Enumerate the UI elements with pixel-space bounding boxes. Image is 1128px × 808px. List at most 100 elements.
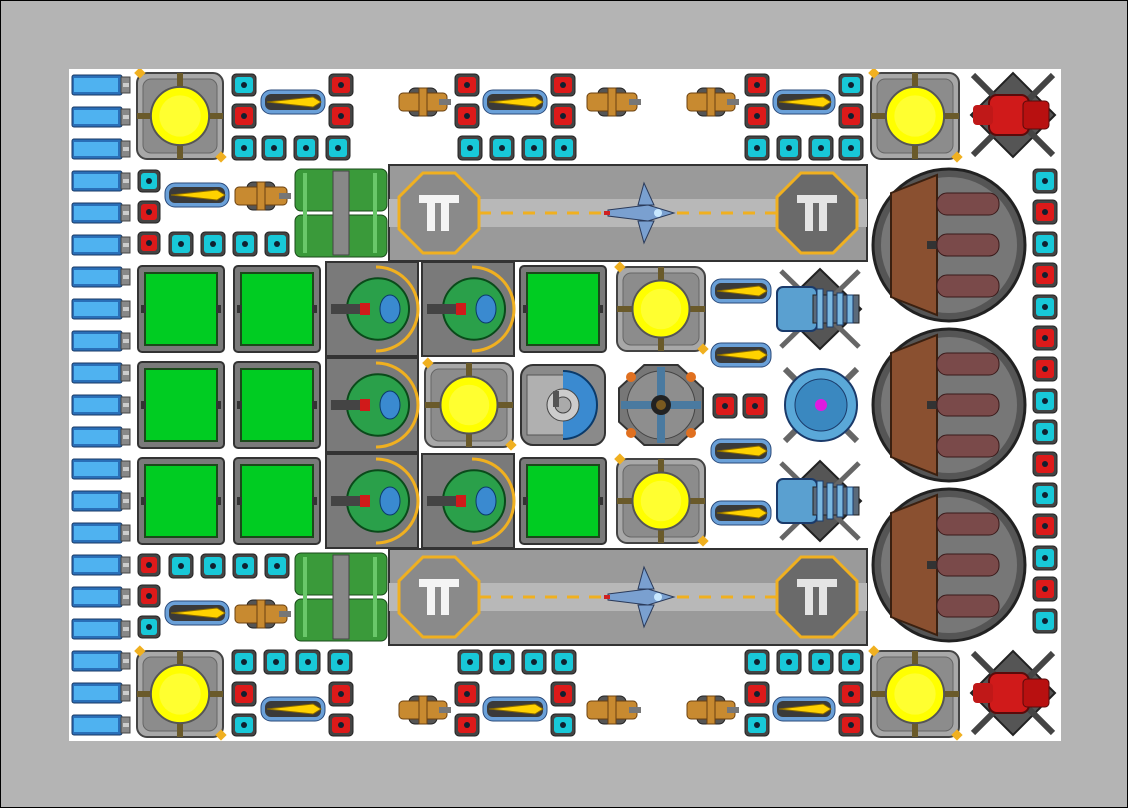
shield-cell-icon[interactable] bbox=[263, 552, 291, 580]
heavy-laser-turret-icon[interactable] bbox=[967, 69, 1059, 161]
ammo-cell-icon[interactable] bbox=[743, 72, 771, 98]
shield-cell-icon[interactable] bbox=[263, 230, 291, 258]
shield-cell-icon[interactable] bbox=[1031, 607, 1059, 635]
shield-cell-icon[interactable] bbox=[230, 648, 258, 676]
ship-grid[interactable] bbox=[69, 69, 1061, 741]
shield-cell-icon[interactable] bbox=[520, 134, 548, 162]
shield-cell-icon[interactable] bbox=[262, 648, 290, 676]
shield-cell-icon[interactable] bbox=[837, 72, 865, 98]
ammo-cell-icon[interactable] bbox=[453, 712, 481, 738]
shield-cell-icon[interactable] bbox=[837, 648, 865, 676]
triple-cannon-turret-icon[interactable] bbox=[869, 485, 1029, 645]
cargo-bay-icon[interactable] bbox=[517, 455, 609, 547]
shield-cell-icon[interactable] bbox=[520, 648, 548, 676]
autocannon-turret-icon[interactable] bbox=[393, 681, 453, 739]
thruster-icon[interactable] bbox=[71, 230, 131, 260]
cloak-generator-icon[interactable] bbox=[517, 361, 609, 449]
shield-cell-icon[interactable] bbox=[260, 134, 288, 162]
shield-cell-icon[interactable] bbox=[167, 230, 195, 258]
shield-cell-icon[interactable] bbox=[775, 134, 803, 162]
ammo-cell-icon[interactable] bbox=[136, 552, 162, 578]
shield-cell-icon[interactable] bbox=[230, 72, 258, 98]
shield-cell-icon[interactable] bbox=[230, 712, 258, 738]
cargo-bay-icon[interactable] bbox=[135, 263, 227, 355]
ammo-cell-icon[interactable] bbox=[327, 680, 355, 708]
missile-launcher-icon[interactable] bbox=[771, 74, 837, 130]
ammo-cell-icon[interactable] bbox=[741, 392, 769, 420]
autocannon-turret-icon[interactable] bbox=[229, 167, 293, 225]
cargo-bay-icon[interactable] bbox=[135, 455, 227, 547]
ammo-cell-icon[interactable] bbox=[453, 72, 481, 98]
ammo-cell-icon[interactable] bbox=[136, 583, 162, 609]
ammo-cell-icon[interactable] bbox=[136, 199, 162, 225]
shield-cell-icon[interactable] bbox=[1031, 230, 1059, 258]
reactor-core-icon[interactable] bbox=[133, 645, 227, 741]
fighter-bay-icon[interactable] bbox=[325, 453, 420, 549]
ammo-cell-icon[interactable] bbox=[1031, 575, 1059, 603]
heavy-laser-turret-icon[interactable] bbox=[967, 647, 1059, 739]
shield-cell-icon[interactable] bbox=[136, 168, 162, 194]
cargo-bay-icon[interactable] bbox=[517, 263, 609, 355]
fighter-bay-icon[interactable] bbox=[325, 357, 420, 453]
autocannon-turret-icon[interactable] bbox=[581, 681, 643, 739]
ammo-cell-icon[interactable] bbox=[549, 680, 577, 708]
shield-cell-icon[interactable] bbox=[167, 552, 195, 580]
reactor-core-icon[interactable] bbox=[421, 357, 517, 451]
thruster-icon[interactable] bbox=[71, 262, 131, 292]
reactor-core-icon[interactable] bbox=[867, 69, 963, 163]
ammo-cell-icon[interactable] bbox=[453, 102, 481, 130]
sensor-array-icon[interactable] bbox=[613, 359, 709, 451]
ammo-cell-icon[interactable] bbox=[327, 712, 355, 738]
shield-cell-icon[interactable] bbox=[550, 134, 578, 162]
shield-cell-icon[interactable] bbox=[231, 552, 259, 580]
missile-launcher-icon[interactable] bbox=[709, 487, 773, 539]
missile-launcher-icon[interactable] bbox=[709, 425, 773, 477]
shield-cell-icon[interactable] bbox=[324, 134, 352, 162]
shield-cell-icon[interactable] bbox=[743, 648, 771, 676]
thruster-icon[interactable] bbox=[71, 454, 131, 484]
shield-cell-icon[interactable] bbox=[807, 648, 835, 676]
reactor-core-icon[interactable] bbox=[133, 69, 227, 163]
shield-cell-icon[interactable] bbox=[294, 648, 322, 676]
thruster-icon[interactable] bbox=[71, 422, 131, 452]
shield-cell-icon[interactable] bbox=[743, 712, 771, 738]
thruster-icon[interactable] bbox=[71, 710, 131, 740]
ammo-cell-icon[interactable] bbox=[453, 680, 481, 708]
ammo-cell-icon[interactable] bbox=[743, 102, 771, 130]
ammo-cell-icon[interactable] bbox=[1031, 198, 1059, 226]
cargo-bay-icon[interactable] bbox=[231, 455, 323, 547]
thruster-icon[interactable] bbox=[71, 294, 131, 324]
ammo-cell-icon[interactable] bbox=[711, 392, 739, 420]
reactor-core-icon[interactable] bbox=[613, 453, 709, 547]
shield-cell-icon[interactable] bbox=[231, 230, 259, 258]
ammo-cell-icon[interactable] bbox=[837, 712, 865, 738]
autocannon-turret-icon[interactable] bbox=[681, 73, 741, 131]
triple-cannon-turret-icon[interactable] bbox=[869, 165, 1029, 325]
thruster-icon[interactable] bbox=[71, 678, 131, 708]
thruster-icon[interactable] bbox=[71, 646, 131, 676]
engine-pod-icon[interactable] bbox=[293, 165, 389, 261]
missile-launcher-icon[interactable] bbox=[709, 329, 773, 381]
autocannon-turret-icon[interactable] bbox=[581, 73, 643, 131]
missile-launcher-icon[interactable] bbox=[163, 167, 231, 223]
cargo-bay-icon[interactable] bbox=[231, 263, 323, 355]
autocannon-turret-icon[interactable] bbox=[229, 585, 293, 643]
shield-cell-icon[interactable] bbox=[1031, 544, 1059, 572]
ammo-cell-icon[interactable] bbox=[1031, 450, 1059, 478]
ammo-cell-icon[interactable] bbox=[743, 680, 771, 708]
upper-hangar[interactable] bbox=[388, 164, 868, 262]
shield-cell-icon[interactable] bbox=[775, 648, 803, 676]
shield-cell-icon[interactable] bbox=[326, 648, 354, 676]
shield-cell-icon[interactable] bbox=[199, 230, 227, 258]
ammo-cell-icon[interactable] bbox=[1031, 261, 1059, 289]
fighter-bay-icon[interactable] bbox=[421, 453, 516, 549]
shield-cell-icon[interactable] bbox=[456, 134, 484, 162]
thruster-icon[interactable] bbox=[71, 518, 131, 548]
reactor-core-icon[interactable] bbox=[613, 261, 709, 355]
thruster-icon[interactable] bbox=[71, 358, 131, 388]
ammo-cell-icon[interactable] bbox=[230, 680, 258, 708]
shield-cell-icon[interactable] bbox=[456, 648, 484, 676]
fighter-bay-icon[interactable] bbox=[421, 261, 516, 357]
fighter-bay-icon[interactable] bbox=[325, 261, 420, 357]
ammo-cell-icon[interactable] bbox=[1031, 355, 1059, 383]
